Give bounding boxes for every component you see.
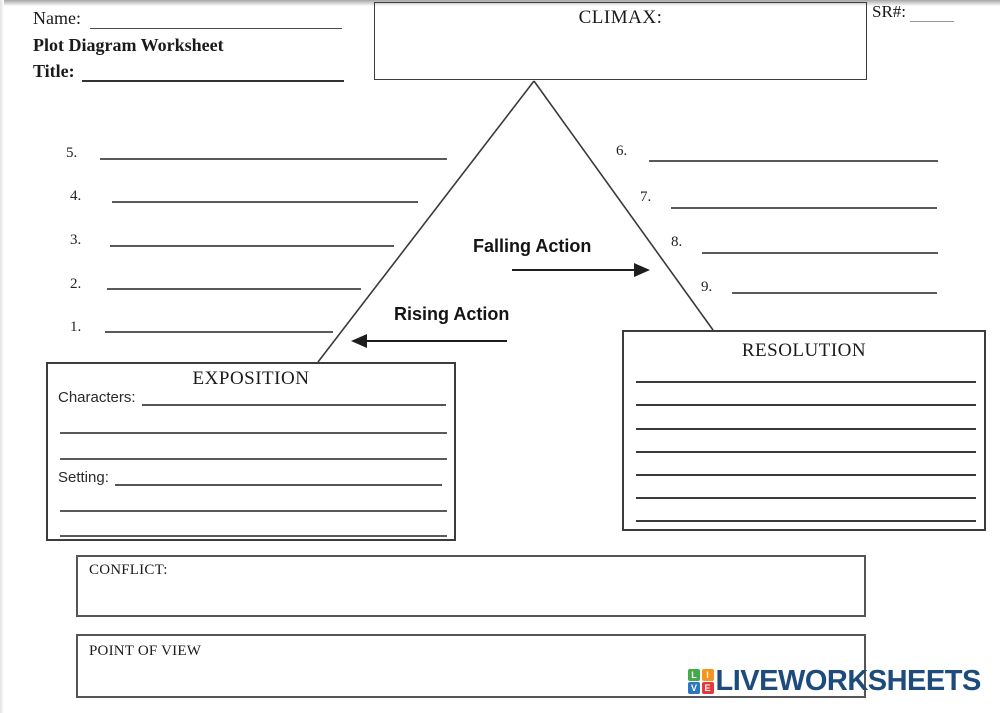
- characters-extra-line-2[interactable]: [60, 458, 447, 460]
- title-input-line[interactable]: [81, 62, 344, 82]
- resolution-box: RESOLUTION: [622, 330, 986, 531]
- rising-action-label: Rising Action: [394, 304, 510, 324]
- point-of-view-label: POINT OF VIEW: [89, 643, 202, 659]
- climax-box[interactable]: CLIMAX:: [374, 2, 867, 80]
- falling-action-label: Falling Action: [473, 236, 592, 256]
- step-2-answer-line[interactable]: [107, 288, 361, 290]
- conflict-label: CONFLICT:: [89, 562, 168, 578]
- setting-row: Setting:: [58, 468, 442, 486]
- setting-extra-line-2[interactable]: [60, 535, 447, 537]
- logo-square-v: V: [688, 682, 700, 695]
- characters-input-line[interactable]: [141, 388, 446, 406]
- resolution-line-5[interactable]: [636, 474, 976, 476]
- name-input-line[interactable]: [89, 9, 342, 29]
- title-label: Title:: [33, 61, 75, 81]
- step-number-9: 9.: [701, 279, 713, 295]
- step-4-answer-line[interactable]: [112, 201, 418, 203]
- sr-label: SR#:: [872, 2, 907, 21]
- climax-label: CLIMAX:: [578, 7, 663, 28]
- exposition-title: EXPOSITION: [192, 368, 310, 389]
- characters-extra-line-1[interactable]: [60, 432, 447, 434]
- name-row: Name:: [33, 8, 342, 29]
- step-8-answer-line[interactable]: [702, 252, 938, 254]
- step-number-6: 6.: [616, 143, 628, 159]
- step-1-answer-line[interactable]: [105, 331, 333, 333]
- resolution-line-2[interactable]: [636, 404, 976, 406]
- resolution-line-6[interactable]: [636, 497, 976, 499]
- falling-diagonal-line: [533, 80, 714, 331]
- step-9-answer-line[interactable]: [732, 292, 937, 294]
- rising-action-arrow: [351, 334, 507, 348]
- step-number-8: 8.: [671, 234, 683, 250]
- step-number-2: 2.: [70, 276, 82, 292]
- characters-label: Characters:: [58, 389, 136, 406]
- resolution-line-4[interactable]: [636, 451, 976, 453]
- setting-input-line[interactable]: [114, 468, 442, 486]
- conflict-box[interactable]: CONFLICT:: [76, 555, 866, 617]
- liveworksheets-logo-text: LIVEWORKSHEETS: [715, 665, 982, 697]
- exposition-box: EXPOSITION Characters: Setting:: [46, 362, 456, 541]
- step-number-4: 4.: [70, 188, 82, 204]
- step-5-answer-line[interactable]: [100, 158, 447, 160]
- liveworksheets-logo[interactable]: L I V E LIVEWORKSHEETS: [688, 667, 981, 696]
- step-3-answer-line[interactable]: [110, 245, 394, 247]
- logo-square-e: E: [701, 682, 714, 695]
- step-number-5: 5.: [66, 145, 78, 161]
- characters-row: Characters:: [58, 388, 446, 406]
- resolution-title: RESOLUTION: [741, 340, 867, 361]
- falling-action-arrow: [512, 263, 650, 277]
- step-number-7: 7.: [640, 189, 652, 205]
- logo-square-l: L: [688, 668, 700, 681]
- resolution-line-3[interactable]: [636, 428, 976, 430]
- step-7-answer-line[interactable]: [671, 207, 937, 209]
- setting-extra-line-1[interactable]: [60, 510, 447, 512]
- setting-label: Setting:: [58, 469, 109, 486]
- logo-square-i: I: [701, 668, 714, 681]
- point-of-view-box[interactable]: POINT OF VIEW: [76, 634, 866, 698]
- step-6-answer-line[interactable]: [649, 160, 938, 162]
- resolution-line-1[interactable]: [636, 381, 976, 383]
- name-label: Name:: [33, 8, 81, 28]
- step-number-3: 3.: [70, 232, 82, 248]
- step-number-1: 1.: [70, 319, 82, 335]
- left-edge-shadow: [0, 0, 4, 713]
- sr-input-line[interactable]: [910, 2, 955, 22]
- top-edge-shadow: [0, 0, 1000, 6]
- liveworksheets-logo-icon: L I V E: [688, 668, 714, 695]
- worksheet-heading: Plot Diagram Worksheet: [33, 35, 224, 55]
- sr-row: SR#:: [872, 2, 955, 22]
- resolution-line-7[interactable]: [636, 520, 976, 522]
- title-row: Title:: [33, 61, 344, 82]
